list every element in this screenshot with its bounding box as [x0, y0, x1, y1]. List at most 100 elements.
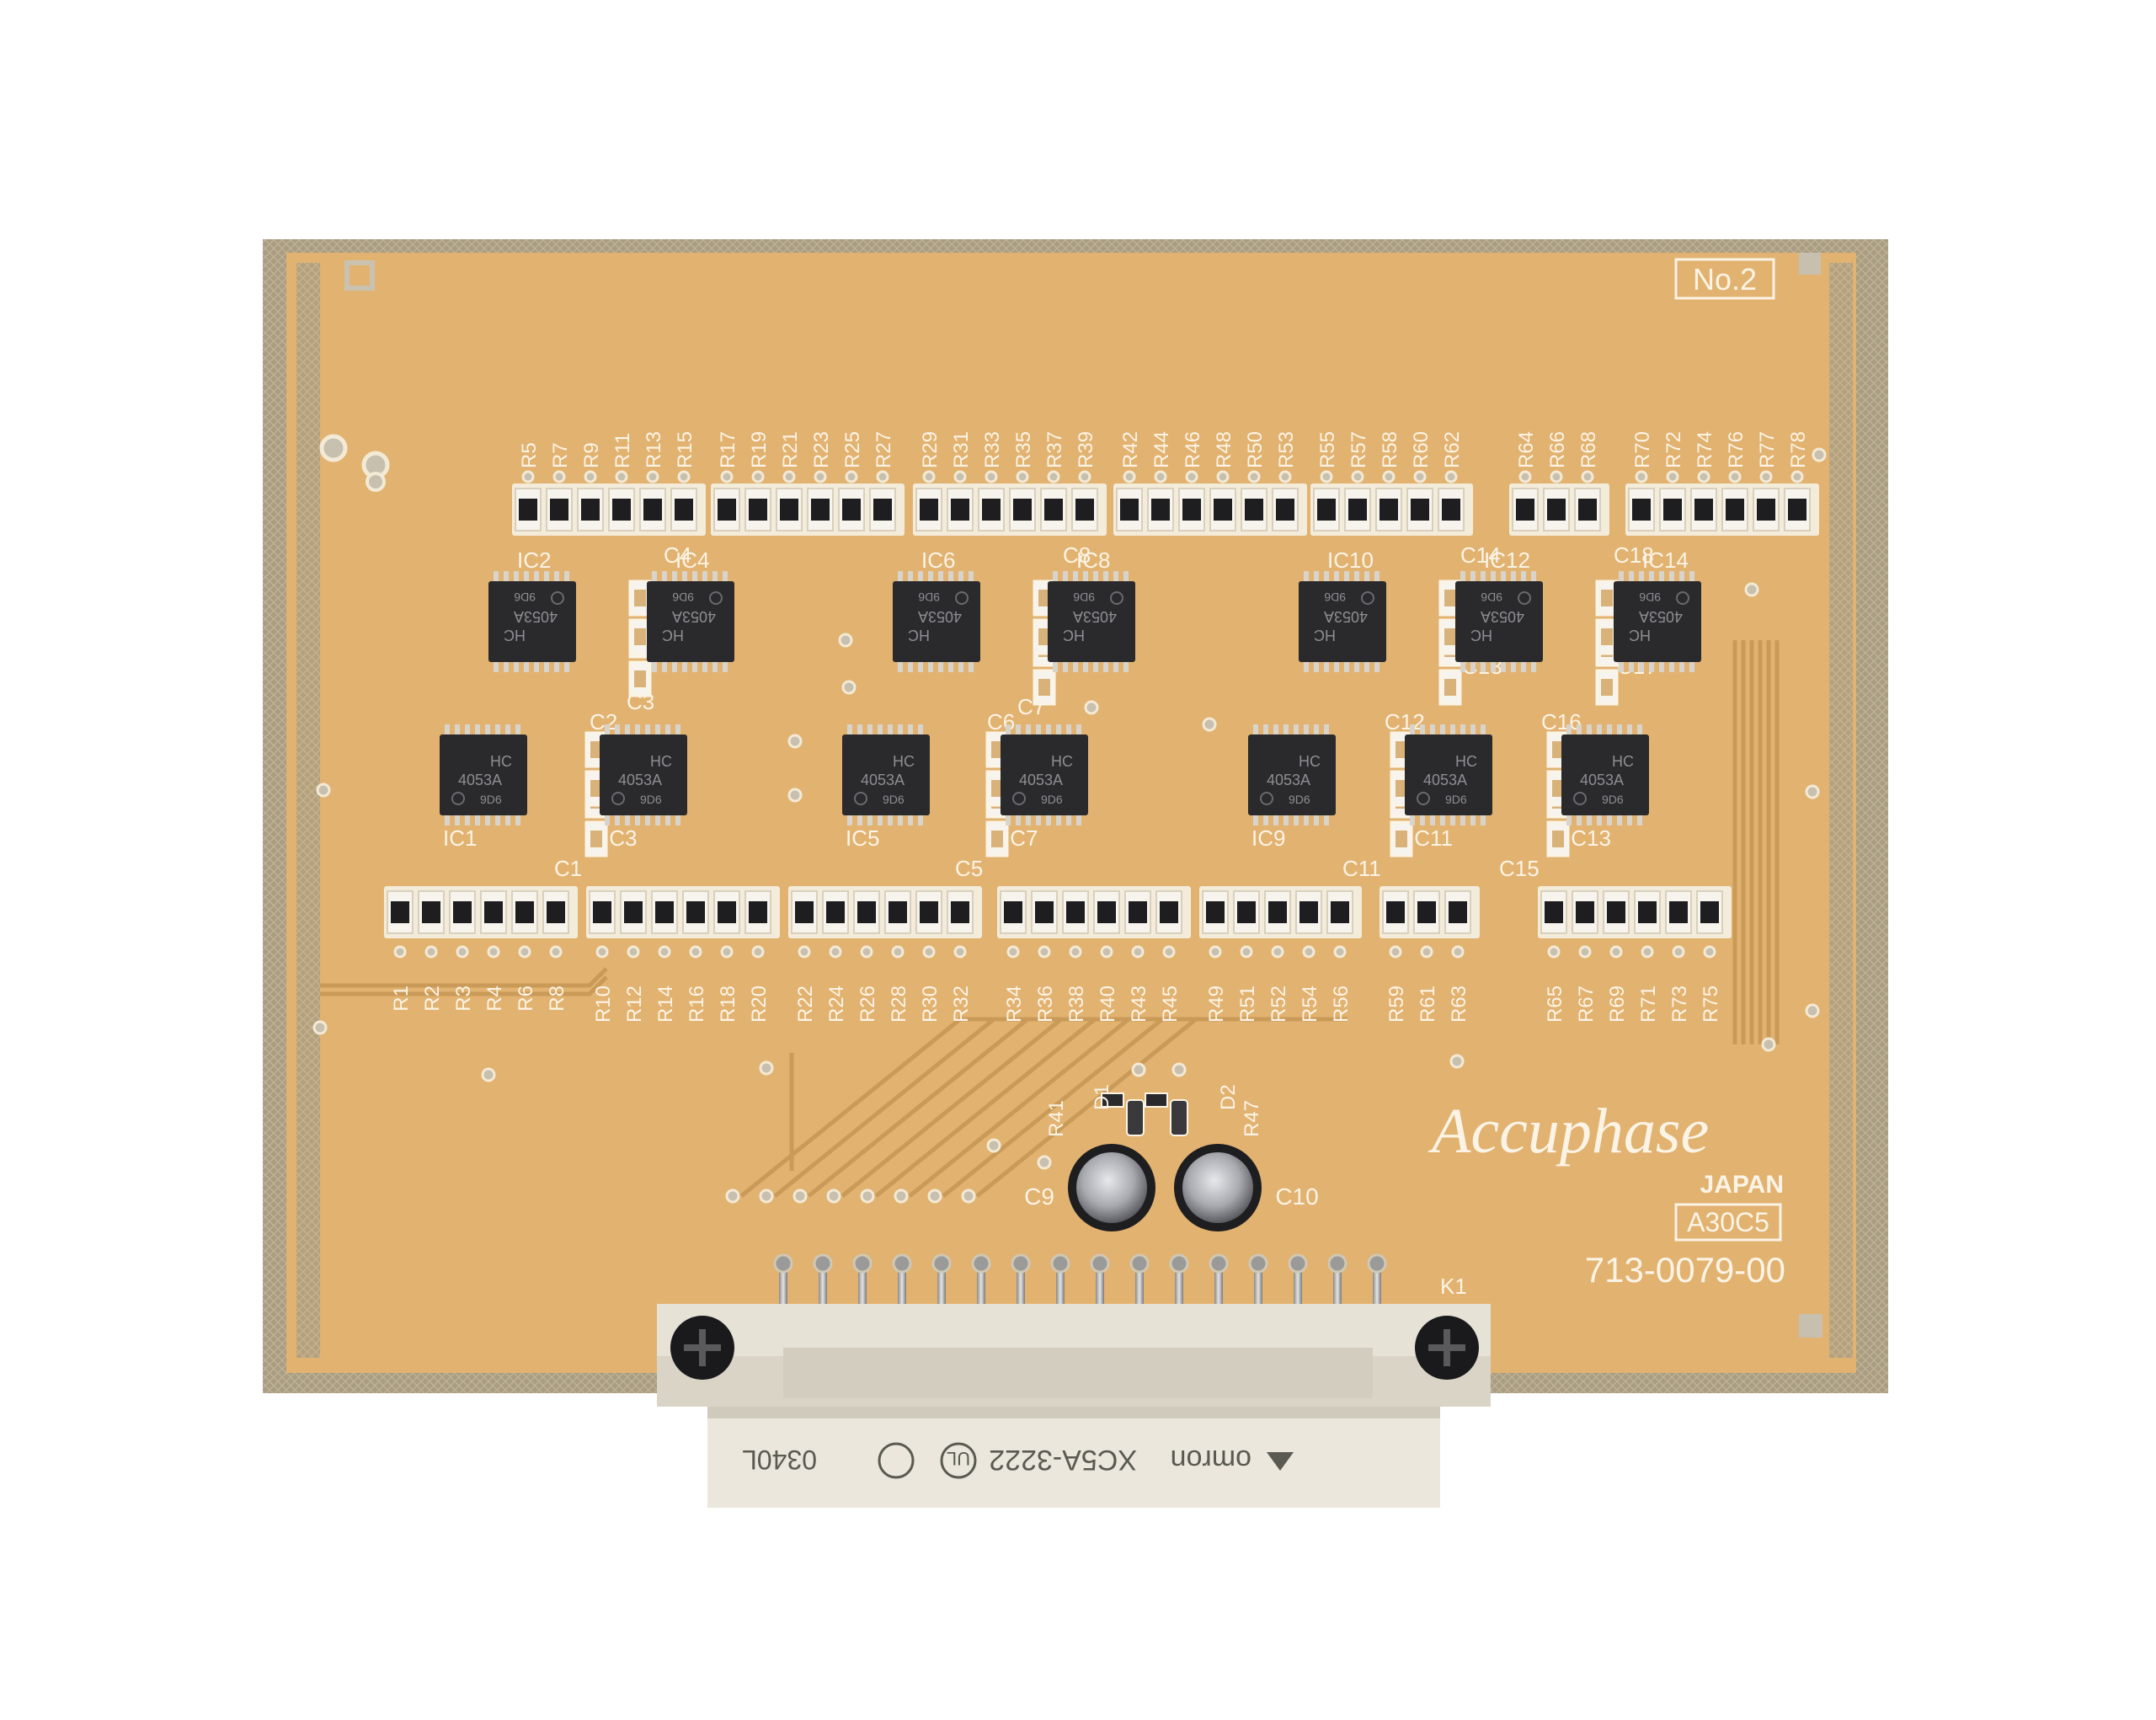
brand-block: Accuphase JAPAN A30C5 713-0079-00 K1 — [1428, 1096, 1785, 1299]
capacitor-c9: C9 — [1024, 1144, 1155, 1231]
capacitor-label: C4 — [664, 542, 691, 568]
resistor-label: R54 — [1299, 986, 1321, 1023]
resistor-label: R42 — [1119, 431, 1142, 468]
left-screw — [670, 1316, 734, 1380]
resistor-label: R73 — [1668, 986, 1691, 1023]
model-code: A30C5 — [1687, 1207, 1769, 1237]
brand-logo: Accuphase — [1428, 1096, 1709, 1167]
ul-mark-icon: UL — [940, 1442, 977, 1479]
resistor-label: R38 — [1065, 986, 1088, 1023]
resistor-label: R24 — [825, 986, 848, 1023]
svg-text:HC: HC — [504, 627, 526, 644]
svg-text:4053A: 4053A — [918, 608, 962, 625]
resistor-label: R74 — [1694, 431, 1716, 468]
resistor-label: R63 — [1448, 986, 1470, 1023]
ic-label: IC4 — [675, 548, 709, 573]
capacitor-label: C18 — [1614, 542, 1654, 568]
svg-text:HC: HC — [1470, 627, 1492, 644]
svg-text:4053A: 4053A — [1423, 772, 1467, 788]
capacitor-label: C15 — [1499, 856, 1540, 881]
capacitor-label: C12 — [1385, 709, 1425, 734]
resistor-label: R17 — [717, 431, 739, 468]
svg-text:9D6: 9D6 — [1041, 793, 1063, 806]
resistor-label: R59 — [1385, 986, 1408, 1023]
ic-label: IC2 — [517, 548, 551, 573]
resistor-label: R23 — [810, 431, 833, 468]
svg-text:9D6: 9D6 — [1289, 793, 1310, 806]
svg-text:4053A: 4053A — [1073, 608, 1117, 625]
resistor-label: R35 — [1012, 431, 1035, 468]
capacitor-c18: C18 — [1595, 542, 1654, 655]
resistor-label: R11 — [611, 433, 634, 468]
board-number-box: No.2 — [1674, 258, 1775, 300]
capacitor-label: C16 — [1541, 709, 1582, 734]
svg-text:4053A: 4053A — [1267, 772, 1310, 788]
svg-text:9D6: 9D6 — [514, 590, 536, 604]
csa-mark-icon — [878, 1442, 915, 1479]
resistor-label: R62 — [1441, 431, 1464, 468]
resistor-label: R50 — [1244, 431, 1267, 468]
svg-text:HC: HC — [1051, 753, 1073, 770]
resistor-label: R49 — [1205, 986, 1228, 1023]
svg-text:4053A: 4053A — [672, 608, 716, 625]
svg-text:4053A: 4053A — [1580, 772, 1624, 788]
resistor-label: R61 — [1417, 986, 1439, 1023]
capacitor-label: C14 — [1460, 542, 1501, 568]
svg-text:HC: HC — [490, 753, 512, 770]
ic-label: IC11 — [1408, 825, 1453, 851]
right-screw — [1415, 1316, 1479, 1380]
ic-chips: HC4053A9D6IC1HC4053A9D6IC2HC4053A9D6IC3H… — [440, 548, 1701, 851]
svg-text:HC: HC — [662, 627, 684, 644]
svg-text:HC: HC — [1455, 753, 1477, 770]
resistor-label: R31 — [950, 431, 973, 468]
capacitor-label: C7 — [1017, 694, 1045, 719]
resistor-label: R52 — [1267, 986, 1290, 1023]
svg-text:4053A: 4053A — [1324, 608, 1368, 625]
resistor-label: R25 — [841, 431, 864, 468]
capacitor-c10: C10 — [1174, 1144, 1319, 1231]
resistor-label: R48 — [1213, 431, 1235, 468]
svg-text:9D6: 9D6 — [1324, 590, 1346, 604]
resistor-label: R18 — [717, 986, 739, 1023]
svg-text:4053A: 4053A — [618, 772, 662, 788]
connector-pins — [773, 1253, 1387, 1322]
connector-model: XC5A-3222 — [989, 1444, 1137, 1476]
connector-k1: omron XC5A-3222 UL 0340L — [657, 1304, 1491, 1508]
svg-text:4053A: 4053A — [1019, 772, 1063, 788]
resistor-label: R19 — [748, 431, 771, 468]
resistor-label: R13 — [643, 431, 665, 468]
capacitor-c15: C15 — [1499, 782, 1570, 881]
resistor-label: R3 — [452, 986, 475, 1012]
resistor-label: R60 — [1410, 431, 1433, 468]
center-components: R41 D1 D2 R47 C9 C10 — [1024, 1084, 1319, 1231]
svg-text:HC: HC — [1629, 627, 1651, 644]
resistor-label: R15 — [674, 431, 696, 468]
resistor-label: R8 — [546, 986, 568, 1012]
resistor-label: R20 — [748, 986, 771, 1023]
svg-text:R47: R47 — [1241, 1100, 1263, 1137]
fiducial-marks — [319, 253, 1822, 1338]
svg-text:9D6: 9D6 — [480, 793, 502, 806]
svg-text:UL: UL — [947, 1448, 970, 1469]
ic-label: IC13 — [1565, 825, 1611, 851]
connector-date-code: 0340L — [742, 1445, 817, 1475]
pin1-triangle-icon — [1267, 1452, 1294, 1471]
svg-text:HC: HC — [908, 627, 930, 644]
